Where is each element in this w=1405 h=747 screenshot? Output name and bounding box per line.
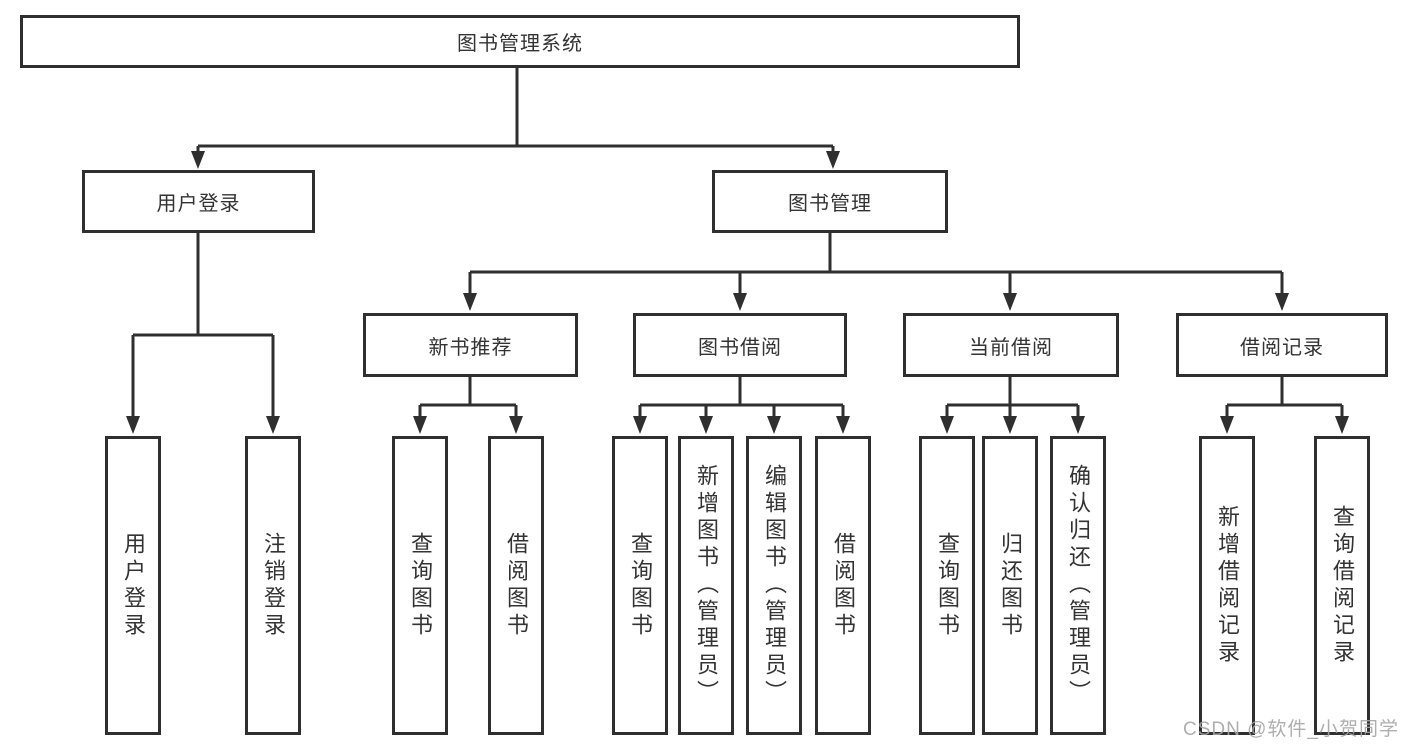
arrowhead xyxy=(826,151,840,169)
leaf-return-books: 归还图书 xyxy=(982,436,1038,735)
leaf-label: 用户登录 xyxy=(121,531,146,640)
arrowhead xyxy=(1220,416,1234,434)
leaf-newrec-borrow-books: 借阅图书 xyxy=(488,436,544,735)
node-label: 借阅记录 xyxy=(1240,336,1324,359)
leaf-label: 新增借阅记录 xyxy=(1215,504,1240,667)
leaf-label: 归还图书 xyxy=(998,531,1023,640)
leaf-newrec-query-books: 查询图书 xyxy=(392,436,448,735)
leaf-logout-login: 注销登录 xyxy=(245,436,301,735)
leaf-label: 查询借阅记录 xyxy=(1330,504,1355,667)
arrowhead xyxy=(191,151,205,169)
leaf-label: 查询图书 xyxy=(408,531,433,640)
arrowhead xyxy=(940,416,954,434)
node-current-borrowing: 当前借阅 xyxy=(903,313,1119,377)
node-label: 图书借阅 xyxy=(698,336,782,359)
leaf-current-query-books: 查询图书 xyxy=(919,436,975,735)
node-label: 新书推荐 xyxy=(428,336,513,359)
leaf-label: 注销登录 xyxy=(261,531,286,640)
connector-root-to-level2 xyxy=(191,68,840,169)
arrowhead xyxy=(266,416,280,434)
leaf-label: 编辑图书（管理员） xyxy=(762,464,787,707)
arrowhead xyxy=(1071,416,1085,434)
node-label: 图书管理 xyxy=(788,193,872,215)
connector-bookmgmt-to-level3 xyxy=(463,233,1289,311)
connector-userlogin-to-leaves xyxy=(126,233,280,434)
arrowhead xyxy=(1003,293,1017,311)
connector-newrec-to-leaves xyxy=(413,377,523,434)
arrowhead xyxy=(463,293,477,311)
leaf-borrowing-borrow-books: 借阅图书 xyxy=(815,436,871,735)
leaf-label: 借阅图书 xyxy=(504,531,529,640)
arrowhead xyxy=(633,416,647,434)
leaf-add-books-admin: 新增图书（管理员） xyxy=(678,436,734,735)
node-new-book-recommend: 新书推荐 xyxy=(363,313,578,377)
leaf-confirm-return-admin: 确认归还（管理员） xyxy=(1050,436,1106,735)
arrowhead xyxy=(126,416,140,434)
arrowhead xyxy=(733,293,747,311)
node-book-management: 图书管理 xyxy=(712,170,948,233)
leaf-query-borrow-record: 查询借阅记录 xyxy=(1314,436,1370,735)
leaf-add-borrow-record: 新增借阅记录 xyxy=(1199,436,1255,735)
connector-current-to-leaves xyxy=(940,377,1085,434)
leaf-label: 查询图书 xyxy=(628,531,653,640)
arrowhead xyxy=(1275,293,1289,311)
leaf-user-login: 用户登录 xyxy=(105,436,161,735)
node-label: 图书管理系统 xyxy=(457,33,583,55)
leaf-label: 借阅图书 xyxy=(831,531,856,640)
arrowhead xyxy=(699,416,713,434)
leaf-label: 确认归还（管理员） xyxy=(1066,464,1091,707)
node-book-borrowing: 图书借阅 xyxy=(633,313,847,377)
arrowhead xyxy=(836,416,850,434)
node-borrowing-records: 借阅记录 xyxy=(1176,313,1388,377)
arrowhead xyxy=(509,416,523,434)
node-user-login: 用户登录 xyxy=(82,170,315,233)
arrowhead xyxy=(767,416,781,434)
node-label: 当前借阅 xyxy=(969,336,1053,359)
arrowhead xyxy=(413,416,427,434)
csdn-watermark: CSDN @软件_小贺同学 xyxy=(1183,719,1399,740)
connector-records-to-leaves xyxy=(1220,377,1349,434)
arrowhead xyxy=(1335,416,1349,434)
leaf-edit-books-admin: 编辑图书（管理员） xyxy=(746,436,802,735)
connector-borrowing-to-leaves xyxy=(633,377,850,434)
node-root-library-system: 图书管理系统 xyxy=(20,15,1020,68)
leaf-label: 新增图书（管理员） xyxy=(694,464,719,707)
node-label: 用户登录 xyxy=(156,193,241,215)
arrowhead xyxy=(1003,416,1017,434)
leaf-borrowing-query-books: 查询图书 xyxy=(612,436,668,735)
leaf-label: 查询图书 xyxy=(935,531,960,640)
